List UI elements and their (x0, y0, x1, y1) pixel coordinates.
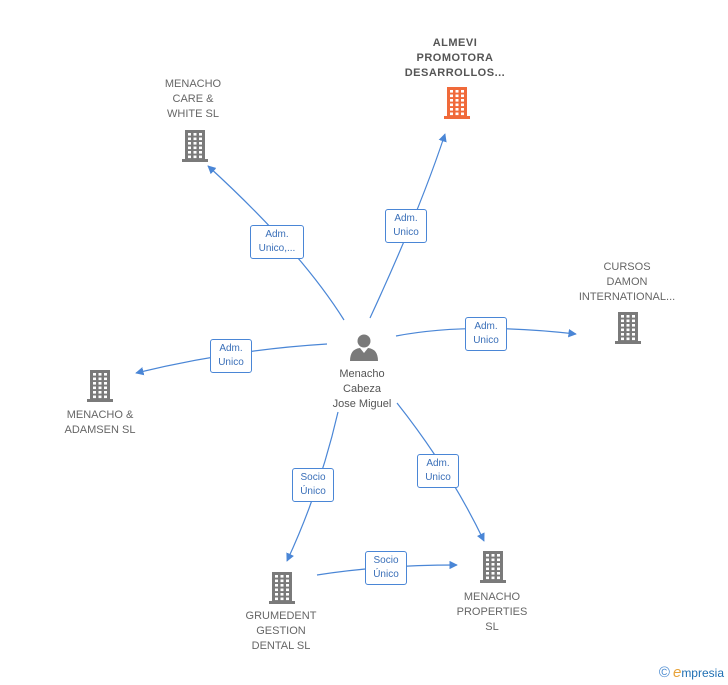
edge-label-line: Unico (218, 357, 244, 368)
edge-label-line: Único (300, 486, 326, 497)
company-label-line: PROMOTORA (416, 52, 494, 64)
edge-label-line: Adm. (474, 321, 498, 332)
edge-label-line: Socio (300, 472, 326, 483)
company-label-line: MENACHO & (66, 409, 134, 421)
company-label-line: SL (485, 621, 499, 633)
company-label-adamsen[interactable]: MENACHO & ADAMSEN SL (40, 408, 160, 438)
company-label-line: CURSOS (603, 261, 651, 273)
building-icon-adamsen[interactable] (87, 370, 113, 402)
building-icon-properties[interactable] (480, 551, 506, 583)
copyright-symbol: © (658, 664, 670, 681)
building-icon-care-white[interactable] (182, 130, 208, 162)
company-label-grumedent[interactable]: GRUMEDENT GESTION DENTAL SL (221, 609, 341, 654)
edge-label-line: Único (373, 569, 399, 580)
company-label-care-white[interactable]: MENACHO CARE & WHITE SL (133, 77, 253, 122)
company-label-cursos-damon[interactable]: CURSOS DAMON INTERNATIONAL... (557, 260, 697, 305)
company-label-almevi[interactable]: ALMEVI PROMOTORA DESARROLLOS... (385, 36, 525, 81)
footer-brand: © empresia (659, 664, 724, 681)
edge-label-line: Adm. (265, 229, 289, 240)
building-icon-cursos-damon[interactable] (615, 312, 641, 344)
company-label-line: MENACHO (463, 591, 521, 603)
company-label-line: ADAMSEN SL (64, 424, 136, 436)
edge-label-line: Adm. (426, 458, 450, 469)
company-label-properties[interactable]: MENACHO PROPERTIES SL (432, 590, 552, 635)
company-label-line: GESTION (256, 625, 306, 637)
company-label-line: GRUMEDENT (245, 610, 317, 622)
edge-label-to-adamsen[interactable]: Adm. Unico (210, 339, 252, 373)
brand-logo[interactable]: empresia (672, 664, 724, 681)
person-icon[interactable] (350, 334, 378, 362)
building-icon-grumedent[interactable] (269, 572, 295, 604)
company-label-line: WHITE SL (167, 108, 219, 120)
company-label-line: MENACHO (164, 78, 222, 90)
company-label-line: CARE & (172, 93, 214, 105)
edge-label-line: Adm. (219, 343, 243, 354)
edge-label-to-properties[interactable]: Adm. Unico (417, 454, 459, 488)
edge-label-to-care-white[interactable]: Adm. Unico,... (250, 225, 304, 259)
edge-label-line: Adm. (394, 213, 418, 224)
edge-label-line: Unico (393, 227, 419, 238)
edge-label-line: Unico,... (258, 243, 296, 254)
person-label-line: Jose Miguel (332, 398, 392, 410)
company-label-line: DAMON (606, 276, 648, 288)
person-label-line: Cabeza (343, 383, 381, 395)
company-label-line: INTERNATIONAL... (578, 291, 676, 303)
company-label-line: ALMEVI (432, 37, 478, 49)
company-label-line: PROPERTIES (456, 606, 528, 618)
person-label-line: Menacho (339, 368, 385, 380)
company-label-line: DENTAL SL (251, 640, 311, 652)
edge-label-line: Socio (373, 555, 399, 566)
building-icon-almevi[interactable] (444, 87, 470, 119)
edge-label-to-almevi[interactable]: Adm. Unico (385, 209, 427, 243)
edge-label-to-cursos[interactable]: Adm. Unico (465, 317, 507, 351)
edge-label-line: Unico (425, 472, 451, 483)
edge-label-line: Unico (473, 335, 499, 346)
company-label-line: DESARROLLOS... (404, 67, 506, 79)
